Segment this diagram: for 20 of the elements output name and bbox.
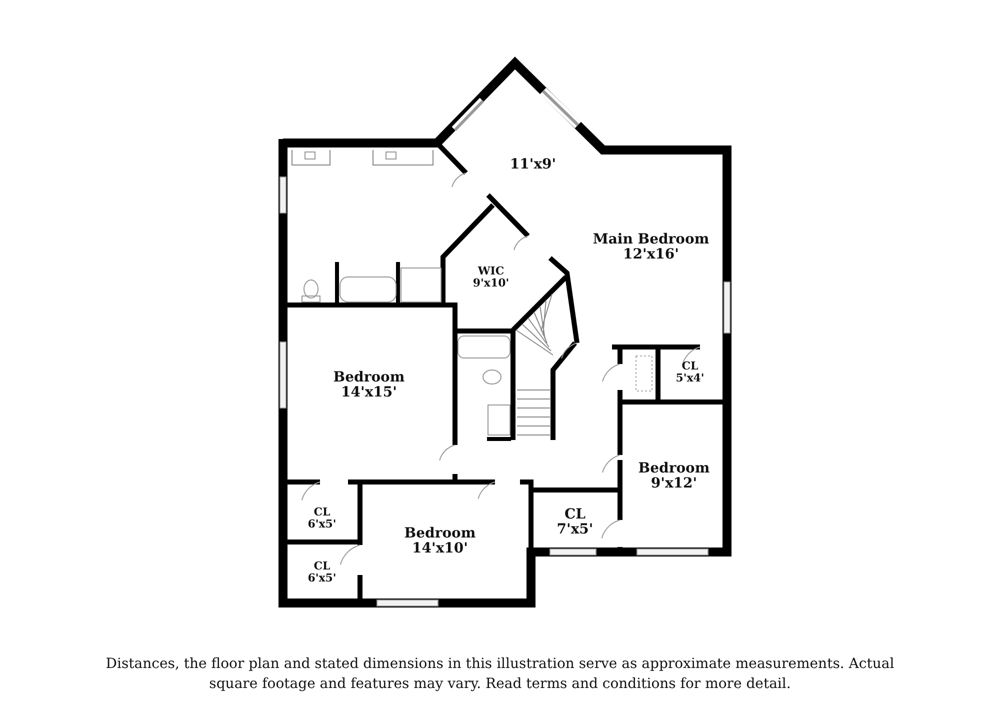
room-name: WIC: [476, 265, 506, 277]
room-name: Main Bedroom: [592, 232, 710, 247]
room-name: CL: [680, 360, 700, 372]
room-dimensions: 11'x9': [510, 158, 556, 172]
room-name: CL: [564, 507, 586, 522]
room-name: Bedroom: [404, 526, 476, 541]
room-name: CL: [312, 560, 332, 572]
room-dimensions: 14'x10': [411, 541, 469, 556]
room-dimensions: 9'x12': [650, 476, 698, 491]
room-dimensions: 14'x15': [340, 385, 398, 400]
room-dimensions: 9'x10': [472, 277, 510, 289]
room-name: CL: [312, 506, 332, 518]
room-dimensions: 6'x5': [308, 572, 336, 584]
room-dimensions: 6'x5': [308, 518, 336, 530]
room-name: Bedroom: [638, 461, 710, 476]
room-dimensions: 12'x16': [622, 247, 680, 262]
room-dimensions: 5'x4': [676, 372, 704, 384]
room-name: Bedroom: [333, 370, 405, 385]
room-dimensions: 7'x5': [556, 522, 594, 537]
disclaimer-note: Distances, the floor plan and stated dimensions in this illustration serve as approximate measurements. Actual square footage and features may vary. Read terms and conditions for more detail.: [104, 655, 896, 694]
